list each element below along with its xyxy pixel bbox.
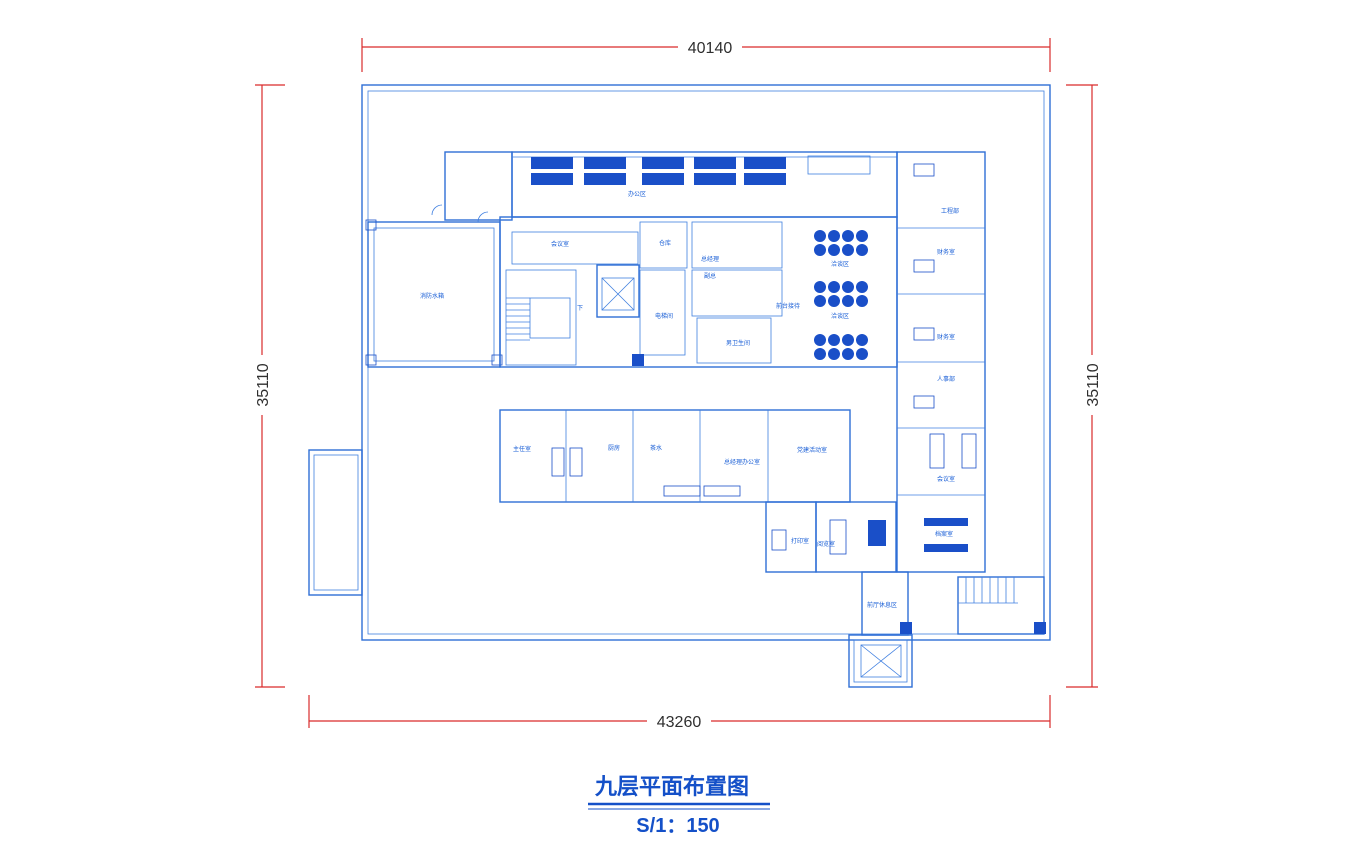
room-label-seating-2: 洽谈区 bbox=[831, 312, 849, 320]
room-label-reception: 前台接待 bbox=[776, 302, 800, 310]
dimension-top: 40140 bbox=[361, 37, 1051, 72]
open-office-desks bbox=[531, 157, 786, 185]
room-label-bottom-5: 党建活动室 bbox=[797, 446, 827, 454]
stair-treads bbox=[506, 297, 530, 341]
room-label-office-a: 总经理 bbox=[701, 255, 719, 263]
dimension-bottom: 43260 bbox=[308, 695, 1051, 731]
room-label-roof: 消防水箱 bbox=[420, 292, 444, 300]
room-label-archive: 档案室 bbox=[935, 530, 953, 538]
right-stair bbox=[957, 576, 1046, 635]
room-label-printing: 打印室 bbox=[791, 537, 809, 545]
dimension-left-label: 35110 bbox=[255, 363, 272, 406]
room-label-bottom-2: 厨房 bbox=[608, 444, 620, 452]
room-label-reading: 阅览室 bbox=[817, 540, 835, 548]
room-label-electrical: 电梯间 bbox=[655, 312, 673, 320]
roof-room: 消防水箱 bbox=[365, 151, 513, 368]
room-label-meeting-right: 会议室 bbox=[937, 475, 955, 483]
title-block: 九层平面布置图 S/1：150 bbox=[588, 774, 770, 837]
dimension-right: 35110 bbox=[1066, 84, 1102, 688]
room-label-right-office-3: 财务室 bbox=[937, 333, 955, 341]
dimension-top-label: 40140 bbox=[688, 40, 733, 57]
dimension-left: 35110 bbox=[252, 84, 285, 688]
seating-clusters bbox=[814, 230, 868, 360]
right-offices: 工程部 财务室 财务室 人事部 会议室 档案室 bbox=[896, 151, 986, 573]
room-label-open-office: 办公区 bbox=[628, 190, 646, 198]
room-label-office-b: 副总 bbox=[704, 272, 716, 280]
dimension-right-label: 35110 bbox=[1085, 363, 1102, 406]
room-label-right-office-4: 人事部 bbox=[937, 375, 955, 383]
dimension-bottom-label: 43260 bbox=[657, 714, 702, 731]
drawing-title: 九层平面布置图 bbox=[594, 774, 749, 800]
room-label-right-office-2: 财务室 bbox=[937, 248, 955, 256]
bottom-rooms: 主任室 厨房 茶水 总经理办公室 党建活动室 打印室 阅览室 前厅休息区 bbox=[499, 409, 912, 636]
room-label-seating-1: 洽谈区 bbox=[831, 260, 849, 268]
room-label-storage: 仓库 bbox=[659, 239, 671, 247]
room-label-meeting-small: 会议室 bbox=[551, 240, 569, 248]
room-label-right-office-1: 工程部 bbox=[941, 207, 959, 215]
room-label-bottom-3: 茶水 bbox=[650, 444, 662, 452]
drawing-scale: S/1：150 bbox=[636, 815, 719, 837]
room-label-washroom: 男卫生间 bbox=[726, 339, 750, 347]
stair-direction-label: 下 bbox=[577, 305, 583, 312]
room-label-bottom-1: 主任室 bbox=[513, 445, 531, 453]
room-label-lobby: 前厅休息区 bbox=[867, 601, 897, 609]
room-label-bottom-4: 总经理办公室 bbox=[724, 458, 760, 466]
